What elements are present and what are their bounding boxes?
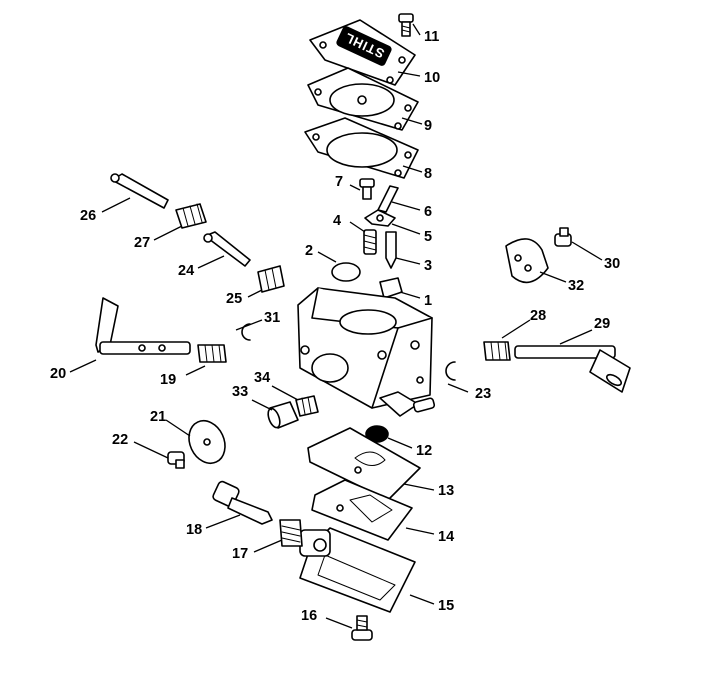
callout-1: 1 [424, 293, 432, 309]
callout-29: 29 [594, 316, 610, 332]
carburetor-body [297, 287, 436, 417]
part-29-choke-shaft [514, 345, 631, 393]
callout-30: 30 [604, 256, 620, 272]
callout-labels: 1 2 3 4 5 6 7 8 9 10 11 12 13 14 15 16 1… [50, 29, 620, 624]
callout-14: 14 [438, 529, 454, 545]
callout-11: 11 [424, 29, 439, 45]
part-5-lever [364, 209, 396, 227]
callout-10: 10 [424, 70, 440, 86]
part-22-screw [167, 451, 185, 469]
callout-31: 31 [264, 310, 280, 326]
part-33-sleeve [267, 401, 299, 429]
callout-33: 33 [232, 384, 248, 400]
callout-26: 26 [80, 208, 96, 224]
callout-27: 27 [134, 235, 150, 251]
callout-9: 9 [424, 118, 432, 134]
part-8-gasket [304, 117, 419, 179]
part-20-throttle-lever [95, 297, 191, 355]
callout-19: 19 [160, 372, 176, 388]
part-10-cover: STIHL [309, 19, 416, 86]
part-7-screw [359, 178, 375, 200]
part-1-valve [379, 277, 403, 299]
callout-3: 3 [424, 258, 432, 274]
callout-13: 13 [438, 483, 454, 499]
part-4-spring [363, 229, 377, 255]
part-31-clip [241, 323, 251, 341]
part-24-screw [203, 231, 251, 267]
callout-24: 24 [178, 263, 194, 279]
callout-21: 21 [150, 409, 166, 425]
part-19-spring [197, 344, 227, 363]
part-6-pin [377, 185, 399, 213]
part-18-adjusting-screw [212, 480, 273, 525]
callout-20: 20 [50, 366, 66, 382]
callout-7: 7 [335, 174, 343, 190]
part-2-plug [331, 262, 361, 282]
callout-8: 8 [424, 166, 432, 182]
callout-28: 28 [530, 308, 546, 324]
leader-lines [69, 23, 603, 629]
callout-23: 23 [475, 386, 491, 402]
callout-5: 5 [424, 229, 432, 245]
part-17-spring [279, 519, 303, 547]
callout-22: 22 [112, 432, 128, 448]
callout-34: 34 [254, 370, 270, 386]
callout-32: 32 [568, 278, 584, 294]
part-34-spring [295, 395, 319, 417]
part-32-choke-plate [505, 238, 549, 284]
part-3-needle [385, 231, 397, 269]
callout-6: 6 [424, 204, 432, 220]
part-30-screw [554, 227, 572, 247]
part-25-spring [257, 265, 285, 293]
callout-18: 18 [186, 522, 202, 538]
callout-2: 2 [305, 243, 313, 259]
callout-12: 12 [416, 443, 432, 459]
callout-25: 25 [226, 291, 242, 307]
part-9-diaphragm [307, 67, 419, 131]
part-21-disc [188, 420, 226, 464]
callout-16: 16 [301, 608, 317, 624]
callout-4: 4 [333, 213, 341, 229]
part-27-spring [175, 203, 207, 229]
part-14-diaphragm-plate [311, 479, 413, 541]
part-26-screw [110, 173, 169, 209]
part-15-cover-plate [299, 527, 416, 613]
callout-15: 15 [438, 598, 454, 614]
part-11-screw [398, 13, 414, 37]
part-23-clip [445, 361, 456, 381]
part-28-spring [483, 341, 511, 361]
part-16-screw [351, 615, 373, 641]
callout-17: 17 [232, 546, 248, 562]
part-12-screen [365, 425, 389, 443]
